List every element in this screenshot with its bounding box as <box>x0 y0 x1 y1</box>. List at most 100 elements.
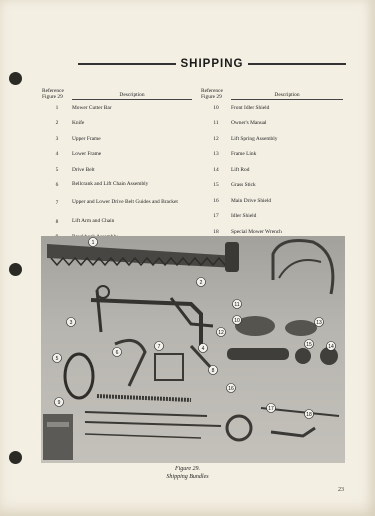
callout-label: 9 <box>58 400 61 406</box>
row-desc: Lift Rod <box>231 166 250 173</box>
page-number: 23 <box>338 487 344 493</box>
callout-marker <box>54 397 64 407</box>
callout-label: 7 <box>158 344 161 350</box>
row-desc: Bellcrank and Lift Chain Assembly <box>72 181 149 188</box>
figure-caption-title: Shipping Bundles <box>166 474 209 480</box>
row-ref: 12 <box>213 135 219 142</box>
callout-label: 16 <box>228 386 234 392</box>
callout-label: 2 <box>200 280 203 286</box>
callout-label: 12 <box>218 330 224 336</box>
table-row: 1 Mower Cutter Bar <box>42 100 192 116</box>
table-header: Reference Figure 29 Description <box>201 85 343 100</box>
callout-marker <box>266 403 276 413</box>
callout-marker <box>198 343 208 353</box>
table-row: 18 Special Mower Wrench <box>201 224 343 240</box>
callout-label: 15 <box>306 342 312 348</box>
description-header: Description <box>231 92 343 100</box>
callout-marker <box>226 383 236 393</box>
table-row: 4 Lower Frame <box>42 147 192 163</box>
row-desc: Frame Link <box>231 151 257 157</box>
row-ref: 15 <box>213 182 219 189</box>
figure-caption-number: Figure 29. <box>174 466 201 472</box>
row-ref: 16 <box>213 197 219 204</box>
section-title: SHIPPING <box>180 58 244 70</box>
callout-marker <box>304 409 314 419</box>
row-ref: 7 <box>55 199 59 206</box>
callout-label: 6 <box>116 350 119 356</box>
shipping-bundles-illustration <box>43 239 340 460</box>
cutter-bar-part <box>47 242 239 272</box>
callout-label: 1 <box>92 240 95 246</box>
callout-marker <box>216 327 226 337</box>
row-ref: 4 <box>55 151 59 158</box>
heading-rule-left <box>78 63 176 65</box>
row-desc: Upper Frame <box>72 135 101 142</box>
frame-parts-right <box>227 316 338 365</box>
table-row: 13 Frame Link <box>201 147 343 163</box>
callout-label: 17 <box>268 406 274 412</box>
table-row: 11 Owner's Manual <box>201 116 343 132</box>
callout-marker <box>154 341 164 351</box>
table-row: 2 Knife <box>42 116 192 132</box>
callout-label: 14 <box>328 344 334 350</box>
row-ref: 13 <box>213 151 219 158</box>
row-desc: Front Idler Shield <box>231 104 270 111</box>
section-heading: SHIPPING <box>78 57 346 71</box>
row-ref: 14 <box>213 166 219 173</box>
row-ref: 17 <box>213 213 219 220</box>
callout-marker <box>304 339 314 349</box>
row-ref: 5 <box>55 166 59 173</box>
reference-header: Reference Figure 29 <box>201 88 231 100</box>
callout-marker <box>232 315 242 325</box>
callout-marker <box>196 277 206 287</box>
row-desc: Main Drive Shield <box>231 197 272 204</box>
parts-table-left: Reference Figure 29 Description 1 Mower C… <box>42 85 192 245</box>
callout-marker <box>52 353 62 363</box>
binder-hole-top <box>9 72 22 85</box>
callout-marker <box>88 237 98 247</box>
callout-marker <box>112 347 122 357</box>
callout-label: 8 <box>212 368 215 374</box>
callout-marker <box>208 365 218 375</box>
callout-marker <box>66 317 76 327</box>
row-ref: 11 <box>213 120 219 127</box>
breakback-assembly-part <box>271 239 335 295</box>
row-ref: 2 <box>55 120 59 127</box>
upper-frame-part <box>90 285 214 348</box>
callout-marker <box>232 299 242 309</box>
row-desc: Lift Arm and Chain <box>72 218 115 225</box>
binder-hole-bottom <box>9 451 22 464</box>
row-desc: Lower Frame <box>72 151 102 157</box>
reference-header-line1: Reference <box>201 88 223 94</box>
row-ref: 8 <box>55 218 59 225</box>
row-desc: Owner's Manual <box>231 120 267 126</box>
row-ref: 1 <box>55 104 59 111</box>
owners-manual-part <box>43 414 73 460</box>
reference-header-line1: Reference <box>42 88 64 94</box>
table-row: 8 Lift Arm and Chain <box>42 214 192 230</box>
callout-label: 11 <box>234 302 239 308</box>
row-desc: Special Mower Wrench <box>231 228 282 235</box>
reference-header: Reference Figure 29 <box>42 88 72 100</box>
callout-label: 4 <box>202 346 205 352</box>
row-desc: Knife <box>72 120 85 126</box>
description-header: Description <box>72 92 192 100</box>
row-desc: Idler Shield <box>231 213 257 219</box>
reference-header-line2: Figure 29 <box>42 94 63 100</box>
callout-marker <box>314 317 324 327</box>
binder-hole-middle <box>9 263 22 276</box>
callout-label: 13 <box>316 320 322 326</box>
row-desc: Upper and Lower Drive Belt Guides and Br… <box>72 199 178 206</box>
row-desc: Mower Cutter Bar <box>72 104 112 111</box>
row-ref: 18 <box>213 228 219 235</box>
callout-label: 10 <box>234 318 240 324</box>
callout-label: 5 <box>56 356 59 362</box>
